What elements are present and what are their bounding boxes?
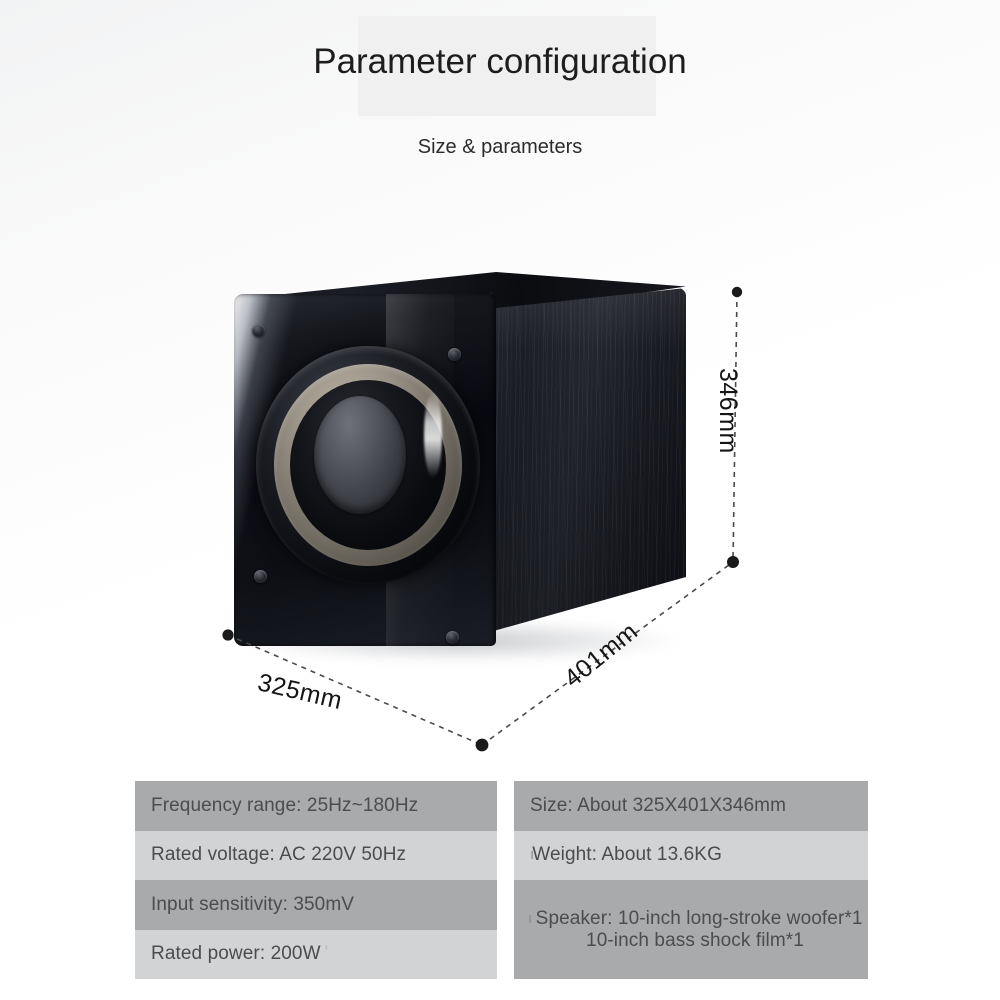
spec-row-size: Size: About 325X401X346mm (514, 781, 868, 831)
height-leader-line (732, 291, 738, 563)
spec-row-weight-text: Weight: About 13.6KG (532, 844, 722, 866)
spec-row-weight: ı Weight: About 13.6KG (514, 830, 868, 880)
baffle-screw-bottom-right (446, 631, 459, 644)
spec-row-rated-voltage: Rated voltage: AC 220V 50Hz (135, 830, 497, 880)
spec-row-weight-leading-mark: ı (530, 845, 535, 863)
specification-table: Frequency range: 25Hz~180Hz Rated voltag… (135, 781, 868, 979)
subwoofer-product-image (228, 268, 698, 673)
title-backdrop-band (358, 16, 656, 116)
cabinet-side-panel-woodgrain (490, 288, 686, 632)
corner-vertex-dot-right (727, 556, 739, 568)
driver-dust-cap (314, 396, 406, 514)
corner-vertex-dot-bottom (475, 738, 489, 752)
baffle-screw-top-right (448, 348, 461, 361)
spec-row-speaker-line1-wrap: ı Speaker: 10-inch long-stroke woofer*1 (528, 908, 863, 930)
spec-row-input-sensitivity: Input sensitivity: 350mV (135, 880, 497, 930)
spec-row-speaker: ı Speaker: 10-inch long-stroke woofer*1 … (514, 880, 868, 979)
spec-row-frequency-range: Frequency range: 25Hz~180Hz (135, 781, 497, 831)
baffle-screw-top-left (252, 324, 265, 337)
dimension-label-width: 325mm (254, 668, 345, 715)
page-title: Parameter configuration (313, 42, 687, 81)
dimension-label-height: 346mm (714, 368, 742, 454)
page-subtitle: Size & parameters (417, 136, 583, 158)
spec-row-speaker-leading-mark: ı (528, 909, 533, 927)
driver-specular-highlight (424, 392, 442, 478)
height-leader-dot-top (731, 286, 743, 298)
spec-row-speaker-line2: 10-inch bass shock film*1 (586, 929, 804, 951)
spec-row-rated-power: Rated power: 200W ' (135, 929, 497, 979)
spec-row-rated-power-text: Rated power: 200W (151, 943, 321, 965)
spec-column-left: Frequency range: 25Hz~180Hz Rated voltag… (135, 781, 497, 979)
spec-row-speaker-line1: Speaker: 10-inch long-stroke woofer*1 (535, 907, 863, 929)
baffle-screw-bottom-left (254, 570, 267, 583)
spec-row-rated-power-trailing-mark: ' (324, 943, 329, 965)
spec-column-right: Size: About 325X401X346mm ı Weight: Abou… (514, 781, 868, 979)
